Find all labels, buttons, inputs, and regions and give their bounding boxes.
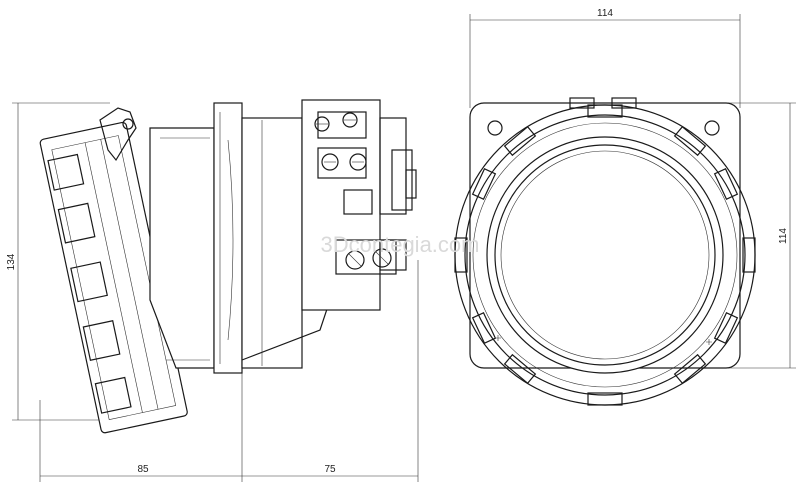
side-cap xyxy=(39,121,188,434)
side-flange xyxy=(213,102,243,374)
mounting-hole-icon xyxy=(487,120,503,136)
side-view xyxy=(39,99,417,434)
watermark: 3Dcontegia.com xyxy=(321,232,480,257)
dim-side-height: 134 xyxy=(6,253,17,270)
side-screw-group xyxy=(314,112,392,270)
dim-rear-depth: 75 xyxy=(324,464,336,475)
front-ring-teeth xyxy=(454,104,756,406)
dim-front-width: 114 xyxy=(597,8,613,19)
front-view xyxy=(454,97,756,406)
dimension-lines xyxy=(12,14,796,482)
side-terminal-block xyxy=(301,99,381,311)
mounting-hole-icon xyxy=(704,120,720,136)
dim-front-height: 114 xyxy=(778,228,789,244)
front-lid xyxy=(486,136,724,374)
side-rear-body xyxy=(241,117,303,369)
dim-front-depth: 85 xyxy=(137,464,149,475)
